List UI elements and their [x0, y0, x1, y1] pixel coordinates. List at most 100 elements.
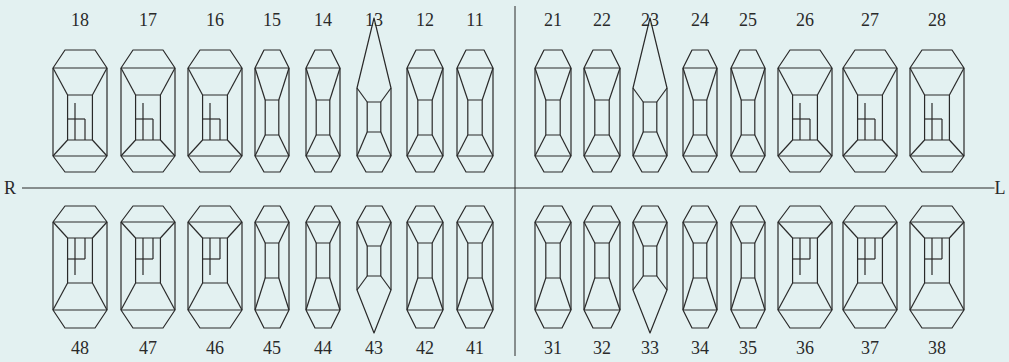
tooth-line — [778, 140, 793, 156]
tooth-line — [683, 135, 693, 156]
tooth-crown — [535, 206, 571, 328]
cusp-line — [255, 155, 289, 156]
cusp-line — [778, 67, 832, 68]
tooth-line — [633, 132, 643, 156]
tooth-line — [843, 140, 858, 156]
cusp-line — [843, 221, 897, 222]
tooth-line — [330, 222, 340, 243]
tooth-crown — [306, 50, 340, 172]
cusp-line — [407, 221, 443, 222]
tooth-line — [882, 222, 897, 238]
occlusal-surface — [693, 243, 707, 278]
tooth-outline — [357, 18, 391, 172]
tooth-line — [432, 68, 443, 100]
tooth-line — [407, 135, 418, 156]
cusp-line — [188, 155, 242, 156]
tooth-line — [584, 135, 595, 156]
occlusal-surface — [858, 95, 883, 140]
occlusal-surface — [546, 243, 560, 278]
tooth-crown — [910, 50, 964, 172]
cusp-line — [121, 155, 175, 156]
tooth-line — [633, 276, 643, 290]
tooth-line — [731, 135, 741, 156]
fissure-line — [209, 103, 210, 140]
cusp-line — [910, 155, 964, 156]
cusp-line — [633, 155, 667, 156]
tooth-line — [560, 68, 571, 100]
tooth-crown — [357, 206, 391, 333]
fissure-line — [203, 118, 220, 119]
tooth-outline — [584, 206, 620, 328]
tooth-crown — [457, 206, 493, 328]
tooth-outline — [535, 50, 571, 172]
occlusal-surface — [468, 100, 482, 135]
tooth-line — [279, 222, 289, 243]
occlusal-surface — [316, 243, 330, 278]
fissure-line — [152, 238, 153, 259]
tooth-line — [882, 283, 897, 310]
cusp-line — [584, 155, 620, 156]
tooth-line — [755, 68, 765, 100]
tooth-outline — [53, 50, 107, 172]
tooth-crown — [633, 18, 667, 172]
occlusal-surface — [418, 243, 432, 278]
tooth-crown — [843, 206, 897, 328]
tooth-outline — [121, 50, 175, 172]
occlusal-surface — [203, 238, 228, 283]
tooth-line — [843, 68, 858, 95]
tooth-line — [657, 222, 667, 246]
tooth-outline — [357, 206, 391, 333]
tooth-line — [755, 135, 765, 156]
occlusal-surface — [741, 100, 755, 135]
tooth-line — [357, 88, 367, 102]
fissure-line — [68, 118, 85, 119]
tooth-line — [188, 222, 203, 238]
tooth-line — [92, 283, 107, 310]
tooth-line — [657, 88, 667, 102]
cusp-line — [633, 221, 667, 222]
side-label: R — [4, 179, 16, 197]
tooth-crown — [407, 206, 443, 328]
tooth-outline — [407, 206, 443, 328]
tooth-line — [407, 68, 418, 100]
tooth-line — [407, 278, 418, 310]
fissure-line — [136, 118, 153, 119]
tooth-line — [683, 222, 693, 243]
tooth-line — [482, 278, 493, 310]
cusp-line — [255, 221, 289, 222]
tooth-line — [279, 135, 289, 156]
cusp-line — [843, 155, 897, 156]
fissure-line — [874, 238, 875, 259]
tooth-line — [778, 68, 793, 95]
tooth-crown — [778, 206, 832, 328]
tooth-line — [609, 222, 620, 243]
tooth-line — [381, 132, 391, 156]
cusp-line — [306, 221, 340, 222]
tooth-line — [53, 140, 68, 156]
tooth-crown — [731, 50, 765, 172]
tooth-crown — [535, 50, 571, 172]
tooth-crown — [121, 50, 175, 172]
tooth-line — [121, 140, 136, 156]
tooth-line — [330, 68, 340, 100]
tooth-crown — [683, 206, 717, 328]
tooth-outline — [188, 206, 242, 328]
tooth-line — [482, 68, 493, 100]
fissure-line — [858, 258, 875, 259]
occlusal-surface — [858, 238, 883, 283]
cusp-line — [584, 67, 620, 68]
tooth-line — [560, 135, 571, 156]
tooth-line — [432, 278, 443, 310]
occlusal-surface — [136, 238, 161, 283]
tooth-outline — [683, 206, 717, 328]
tooth-number: 22 — [593, 11, 611, 29]
tooth-number: 38 — [928, 339, 946, 357]
tooth-line — [188, 283, 203, 310]
fissure-line — [799, 103, 800, 140]
side-label: L — [995, 179, 1006, 197]
tooth-line — [306, 135, 316, 156]
cusp-line — [910, 221, 964, 222]
cusp-line — [910, 67, 964, 68]
tooth-line — [535, 135, 546, 156]
occlusal-surface — [643, 246, 657, 276]
